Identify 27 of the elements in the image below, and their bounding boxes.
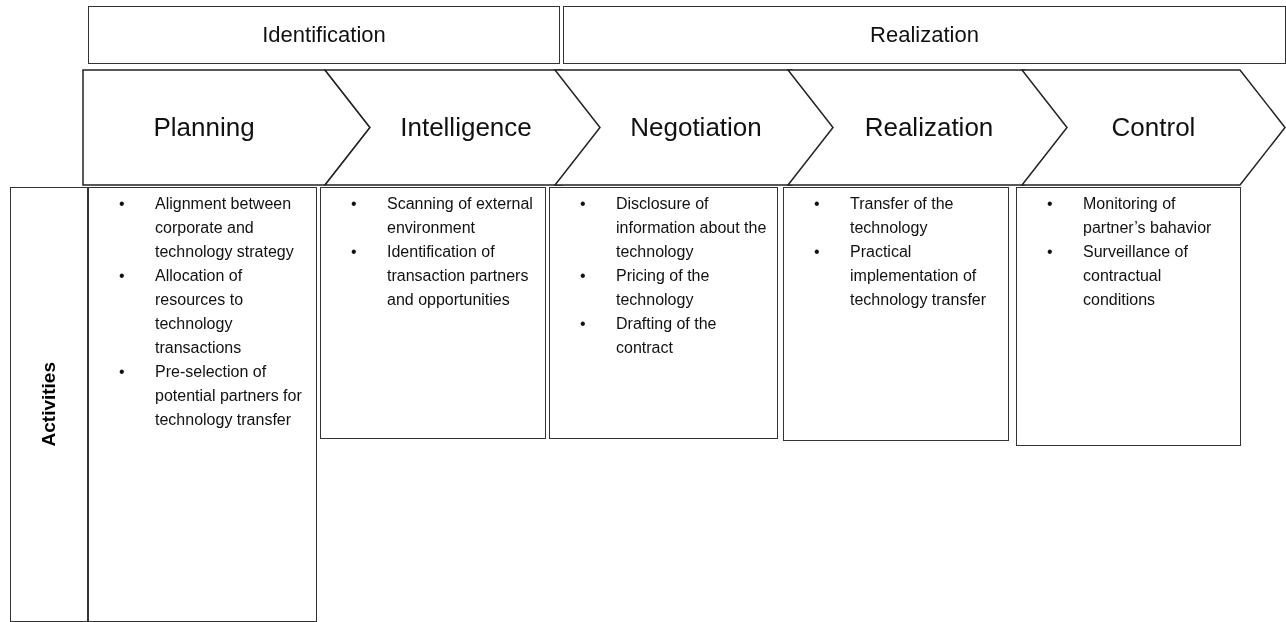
stage-label: Identification: [262, 22, 386, 48]
row-label: Activities: [38, 362, 60, 447]
bullet-item: • Scanning of external environment: [350, 194, 534, 238]
bullet-item: • Alignment between corporate and technology strategy: [118, 194, 295, 262]
activity-box: [783, 187, 1009, 441]
bullet-item: • Transfer of the technology: [813, 194, 955, 238]
row-header-box: [10, 187, 88, 622]
bullet-item: • Drafting of the contract: [579, 314, 718, 358]
phase-label: Realization: [863, 112, 995, 143]
phase-label: Negotiation: [629, 112, 763, 143]
bullet-item: • Pre-selection of potential partners for technology transfer: [118, 362, 303, 430]
stage-label: Realization: [870, 22, 979, 48]
bullet-item: • Disclosure of information about the technology: [579, 194, 768, 262]
stage-band: [563, 6, 1286, 64]
phase-label: Intelligence: [399, 112, 533, 143]
bullet-item: • Pricing of the technology: [579, 266, 711, 310]
activity-box: [320, 187, 546, 439]
phase-label: Control: [1110, 112, 1197, 143]
bullet-item: • Monitoring of partner’s bahavior: [1046, 194, 1213, 238]
stage-band: [88, 6, 560, 64]
bullet-item: • Practical implementation of technology transfer: [813, 242, 988, 310]
phase-label: Planning: [152, 112, 256, 143]
bullet-item: • Allocation of resources to technology transactions: [118, 266, 245, 358]
activity-box: [549, 187, 778, 439]
bullet-item: • Identification of transaction partners and opportunities: [350, 242, 530, 310]
activity-box: [1016, 187, 1241, 446]
bullet-item: • Surveillance of contractual conditions: [1046, 242, 1189, 310]
